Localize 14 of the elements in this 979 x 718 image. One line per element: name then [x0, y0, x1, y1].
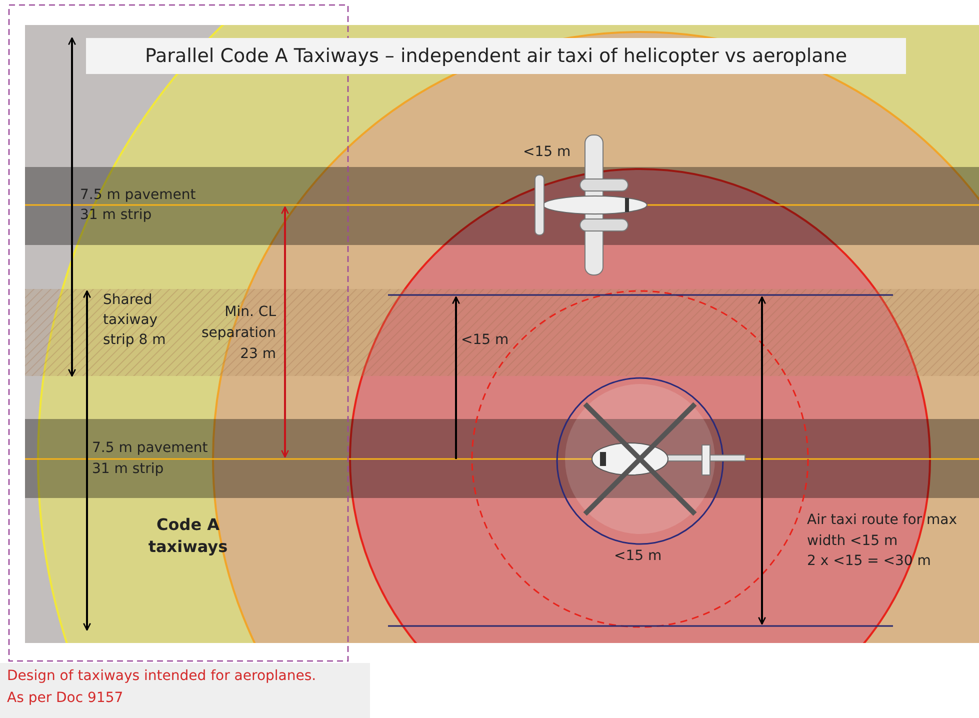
dimension-label: <15 m — [461, 331, 510, 350]
dimension-label: 31 m strip — [92, 460, 165, 479]
dimension-label: As per Doc 9157 — [7, 689, 124, 708]
dimension-label: <15 m — [523, 143, 572, 162]
dimension-label: 7.5 m pavement — [92, 439, 209, 458]
dimension-label: 31 m strip — [80, 206, 153, 225]
dimension-label: 2 x <15 = <30 m — [807, 552, 932, 571]
dimension-label: Design of taxiways intended for aeroplanes. — [7, 667, 318, 686]
dimension-label: Shared taxiway strip 8 m — [103, 291, 167, 350]
dimension-label: Air taxi route for max width <15 m — [807, 511, 958, 551]
dimension-label: Min. CL separation 23 m — [200, 303, 276, 364]
diagram-title: Parallel Code A Taxiways – independent air taxi of helicopter vs aeroplane — [86, 38, 906, 74]
dimension-label: <15 m — [614, 547, 663, 566]
dimension-label: Code A taxiways — [147, 514, 229, 558]
